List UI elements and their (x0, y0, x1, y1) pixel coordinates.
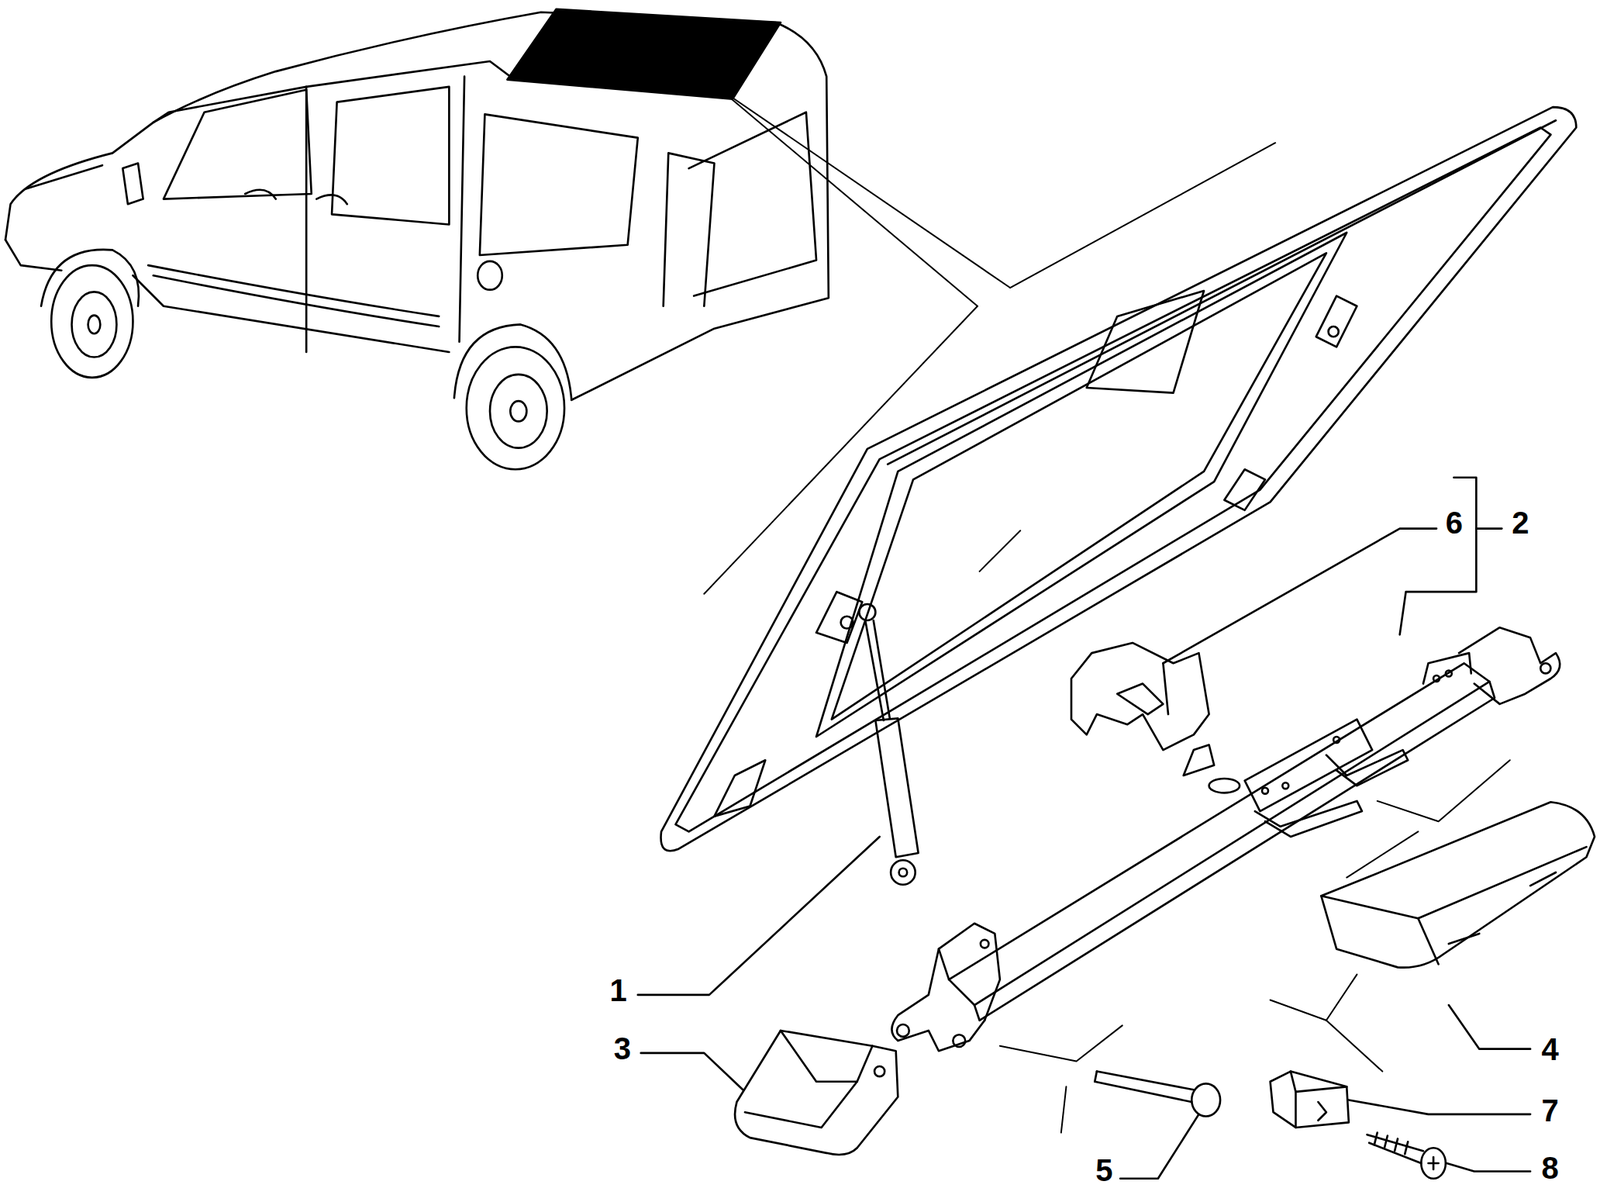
bar-support-block (1071, 642, 1210, 750)
end-cap (734, 1030, 898, 1155)
leader-lines (637, 477, 1531, 1179)
clip-nut (1270, 1071, 1349, 1128)
alignment-lines (1000, 759, 1511, 1132)
callout-number: 8 (1538, 1150, 1561, 1185)
callout-number: 6 (1443, 505, 1466, 540)
screw (1367, 1132, 1446, 1179)
callout-number: 3 (611, 1031, 634, 1066)
callout-number: 5 (1093, 1152, 1115, 1187)
bolt (1094, 1071, 1221, 1117)
callout-number: 7 (1538, 1093, 1561, 1128)
roof-window-frame (661, 106, 1577, 851)
vehicle-outline (5, 9, 829, 469)
callout-number: 4 (1538, 1031, 1561, 1066)
projection-lines (703, 88, 1276, 594)
callout-number: 1 (607, 972, 630, 1007)
gas-strut (858, 603, 918, 885)
callout-number: 2 (1509, 505, 1532, 540)
cover (1320, 801, 1595, 967)
